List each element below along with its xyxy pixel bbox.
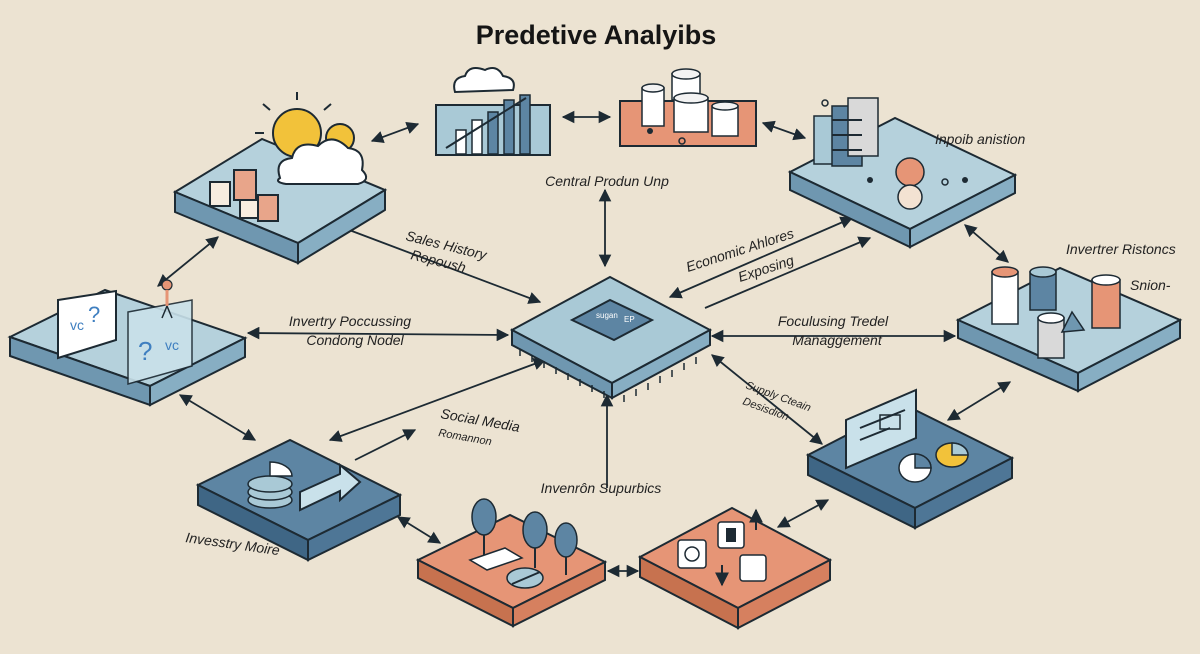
pie-chart-icon — [247, 461, 293, 509]
chip-text-2: EP — [624, 315, 635, 324]
boxes-icon — [209, 169, 279, 222]
balloon-sensor-icon — [468, 498, 578, 589]
node-pie-chart[interactable]: Invesstry Moire — [185, 438, 403, 562]
arrow-center-dashboard — [711, 354, 823, 445]
diagram-title: Predetive Analyibs — [476, 20, 717, 50]
arrow-weather-chart — [370, 122, 420, 143]
node-dashboard[interactable] — [805, 388, 1015, 530]
label-economic-2: Exposing — [736, 252, 796, 285]
node-monitor[interactable]: vc ? ? vc — [7, 279, 248, 407]
arrow-server-tanks — [964, 224, 1009, 263]
server-cluster-icon — [813, 97, 968, 210]
arrow-weather-center — [326, 220, 542, 304]
node-weather[interactable] — [172, 92, 388, 265]
label-inventory-supplier: Invenrôn Supurbics — [541, 480, 662, 496]
node-balloon-sensors[interactable] — [415, 498, 608, 628]
arrow-center-server-2 — [704, 236, 872, 309]
label-inverter-1: Invertrer Ristoncs — [1066, 241, 1176, 257]
label-inbuilt: Inpoib anistion — [935, 131, 1026, 147]
arrow-cubes-dashboard — [776, 499, 830, 528]
label-focusing-2: Managgement — [792, 332, 883, 348]
arrow-tanks-dashboard — [946, 381, 1012, 421]
processor-chip-icon: sugan EP — [519, 298, 697, 402]
label-center: Central Produn Unp — [545, 173, 669, 189]
node-database[interactable] — [619, 68, 757, 147]
arrow-pie-balloons — [396, 516, 442, 544]
node-cube-blocks[interactable] — [637, 506, 833, 630]
label-inverter-2: Snion- — [1130, 277, 1171, 293]
database-stack-icon — [641, 68, 739, 145]
arrow-pie-center — [328, 358, 547, 442]
svg-text:?: ? — [138, 336, 152, 366]
forward-arrow-icon — [299, 462, 362, 512]
chip-text-1: sugan — [596, 311, 618, 320]
arrow-weather-monitor — [157, 236, 219, 287]
arrow-database-server — [761, 120, 807, 141]
growth-chart-icon — [445, 67, 531, 155]
arrow-monitor-center — [246, 326, 510, 342]
cube-blocks-icon — [677, 508, 767, 587]
arrow-monitor-pie — [178, 394, 257, 441]
label-inventory-processing-2: Condong Nodel — [306, 332, 404, 348]
storage-tank-icon — [991, 266, 1121, 359]
dashboard-screen-icon — [845, 388, 969, 483]
node-server-cluster[interactable]: Inpoib anistion — [787, 97, 1026, 249]
sun-cloud-icon — [255, 92, 368, 185]
svg-text:vc: vc — [70, 317, 84, 333]
arrow-pie-center-2 — [354, 429, 417, 461]
person-icon — [161, 279, 173, 319]
monitor-question-icon: vc ? ? vc — [57, 289, 193, 385]
node-center-processor[interactable]: sugan EP Central Produn Unp — [509, 173, 713, 402]
svg-text:?: ? — [88, 302, 100, 327]
node-growth-chart[interactable] — [435, 67, 551, 156]
label-inventory-processing-1: Invertry Poccussing — [289, 313, 411, 329]
label-focusing-1: Foculusing Tredel — [778, 313, 889, 329]
connector-arrows — [157, 110, 1012, 578]
node-storage-tanks[interactable]: Invertrer Ristoncs Snion- — [955, 241, 1183, 393]
svg-text:vc: vc — [165, 337, 179, 353]
label-social-2: Romannon — [437, 427, 492, 448]
arrow-center-server-1 — [668, 216, 854, 299]
